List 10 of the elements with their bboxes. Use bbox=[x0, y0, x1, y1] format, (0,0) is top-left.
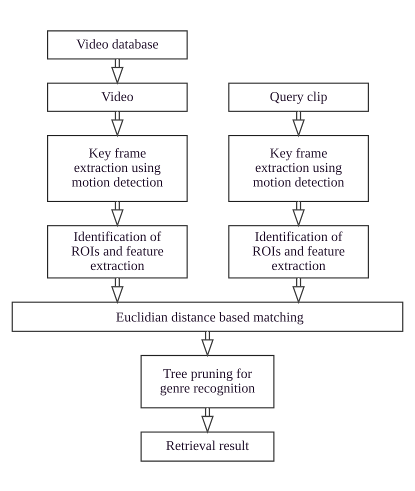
node-box: Retrieval result bbox=[140, 430, 274, 462]
node-box: Identification of ROIs and feature extraction bbox=[47, 224, 188, 278]
node-box: Query clip bbox=[228, 82, 369, 112]
node-box: Key frame extraction using motion detection bbox=[47, 134, 188, 202]
node-box: Tree pruning for genre recognition bbox=[140, 354, 274, 408]
node-box: Identification of ROIs and feature extraction bbox=[228, 224, 369, 278]
node-box: Key frame extraction using motion detection bbox=[228, 134, 369, 202]
node-box: Video database bbox=[47, 30, 188, 60]
node-box: Video bbox=[47, 82, 188, 112]
node-box: Euclidian distance based matching bbox=[12, 301, 404, 332]
